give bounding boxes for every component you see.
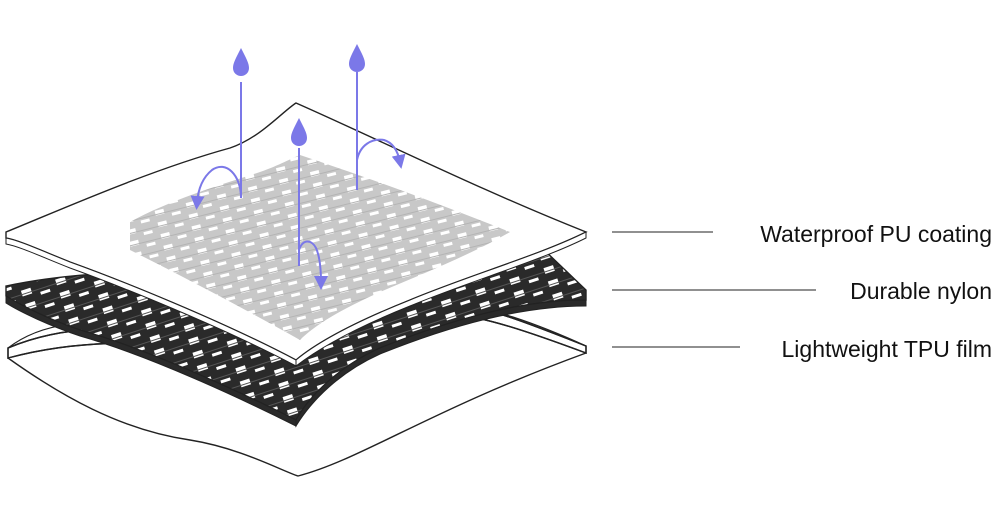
label-waterproof-pu-coating: Waterproof PU coating	[760, 221, 992, 247]
water-drop-icon	[291, 118, 307, 146]
label-durable-nylon: Durable nylon	[850, 278, 992, 304]
label-lightweight-tpu-film: Lightweight TPU film	[781, 336, 993, 362]
water-drop-icon	[233, 48, 249, 76]
vapor-arrow-icon	[190, 82, 242, 210]
pu-coating-layer	[5, 102, 588, 368]
vapor-arrow-icon	[298, 148, 328, 290]
water-drop-icon	[349, 44, 365, 72]
vapor-arrow-icon	[356, 72, 406, 190]
vapor-arrows	[190, 44, 406, 290]
